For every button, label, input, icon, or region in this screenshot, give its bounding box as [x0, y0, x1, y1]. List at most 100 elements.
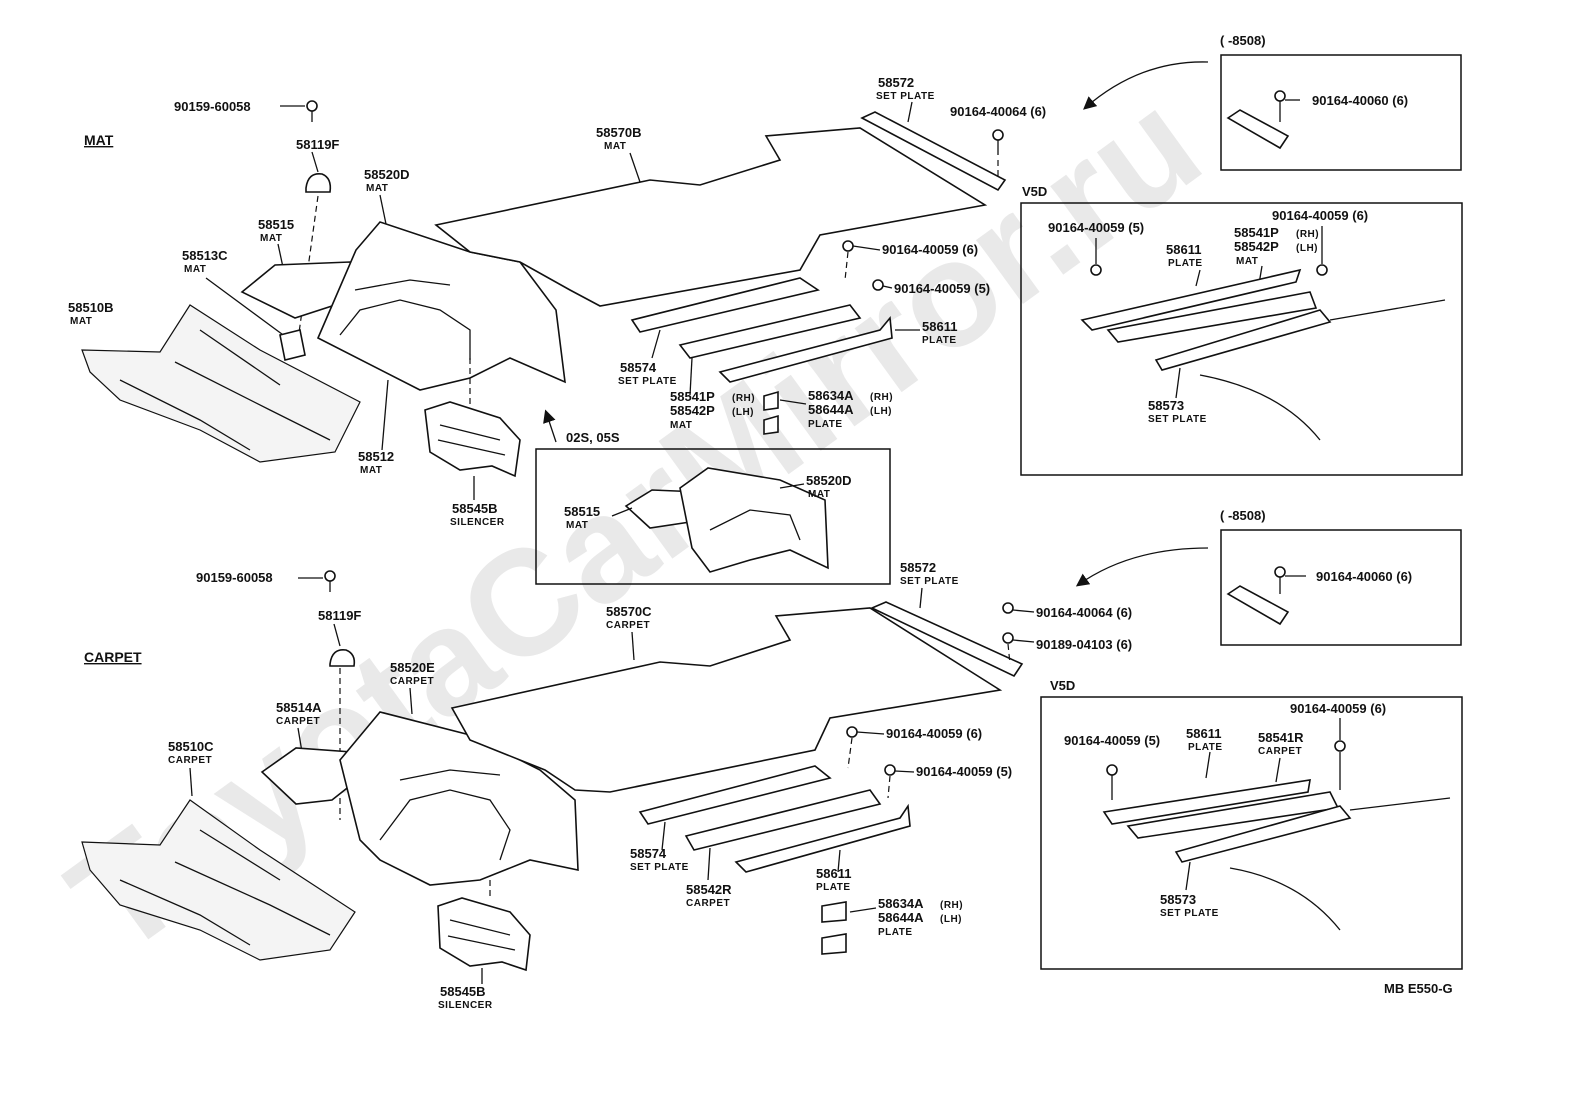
label-58515: 58515 — [258, 217, 294, 232]
label-v5d-top-58542p-suffix: (LH) — [1296, 243, 1318, 254]
label-90164-40064-mat: 90164-40064 (6) — [950, 104, 1046, 119]
label-v5d-top-58542p: 58542P — [1234, 239, 1279, 254]
label-58634a-mat-suffix: (RH) — [870, 392, 893, 403]
label-v5d-bottom-58573-name: SET PLATE — [1160, 908, 1219, 919]
part-58545b-mat — [424, 401, 521, 478]
part-58570c — [450, 607, 1003, 793]
label-58611-carpet: 58611 — [816, 866, 851, 881]
part-58644a-carpet — [821, 933, 847, 955]
diagram-code: MB E550-G — [1384, 981, 1453, 996]
label-v5d-top-58573: 58573 — [1148, 398, 1184, 413]
label-58545b-carpet-name: SILENCER — [438, 1000, 493, 1011]
label-58545b-mat: 58545B — [452, 501, 498, 516]
label-58572-carpet: 58572 — [900, 560, 936, 575]
label-58542p-mat-suffix: (LH) — [732, 407, 754, 418]
part-v5d-top-58541p — [1106, 291, 1318, 343]
part-58611-mat — [718, 316, 893, 383]
label-58119f-carpet: 58119F — [318, 608, 361, 623]
label-58513c-name: MAT — [184, 264, 206, 275]
arrow-range-bottom — [1075, 547, 1209, 587]
part-v5d-bottom-58573 — [1174, 805, 1352, 863]
label-range-top: ( -8508) — [1220, 33, 1266, 48]
label-v5d-top-40059-5: 90164-40059 (5) — [1048, 220, 1144, 235]
section-title-carpet: CARPET — [84, 649, 142, 665]
part-range-top-plate — [1226, 109, 1290, 150]
part-58513c — [279, 329, 306, 361]
part-v5d-top-58611 — [1080, 268, 1302, 331]
label-v5d-top-40059-6: 90164-40059 (6) — [1272, 208, 1368, 223]
part-58510b — [81, 304, 361, 463]
bolt-90159-60058-mat — [280, 100, 318, 122]
label-v5d-bottom-40059-5: 90164-40059 (5) — [1064, 733, 1160, 748]
part-58574-carpet — [638, 765, 832, 825]
part-v5d-top-58573 — [1154, 309, 1332, 371]
label-58510c-name: CARPET — [168, 755, 212, 766]
label-58510b: 58510B — [68, 300, 114, 315]
label-58572-mat: 58572 — [878, 75, 914, 90]
part-58611-carpet — [734, 803, 911, 873]
label-58515-variant: 58515 — [564, 504, 600, 519]
label-58512-name: MAT — [360, 465, 382, 476]
label-58514a: 58514A — [276, 700, 322, 715]
label-90164-40059-6-mat: 90164-40059 (6) — [882, 242, 978, 257]
floor-outline-v5d-top — [1199, 299, 1446, 441]
label-58515-variant-name: MAT — [566, 520, 588, 531]
label-58542r-carpet: 58542R — [686, 882, 732, 897]
arrow-range-top — [1083, 61, 1209, 110]
label-58634a-carpet: 58634A — [878, 896, 924, 911]
inset-range-bottom-box — [1220, 529, 1462, 646]
label-90189-04103-carpet: 90189-04103 (6) — [1036, 637, 1132, 652]
label-58520d-variant: 58520D — [806, 473, 852, 488]
inset-v5d-top-box — [1020, 202, 1463, 476]
clip-58119f-mat — [305, 172, 332, 193]
label-90164-40060-top: 90164-40060 (6) — [1312, 93, 1408, 108]
label-90159-60058-carpet: 90159-60058 — [196, 570, 273, 585]
bolt-90159-60058-carpet — [298, 570, 336, 592]
label-58119f-mat: 58119F — [296, 137, 339, 152]
part-58541p-mat — [678, 304, 862, 359]
part-58520d-variant — [679, 467, 829, 573]
label-v5d-bottom-58541r-name: CARPET — [1258, 746, 1302, 757]
part-58542r-carpet — [684, 789, 882, 851]
label-5854x-mat-name: MAT — [670, 420, 692, 431]
label-90164-40064-carpet: 90164-40064 (6) — [1036, 605, 1132, 620]
inset-variant-box — [535, 448, 891, 585]
label-58644a-mat-suffix: (LH) — [870, 406, 892, 417]
label-58574-carpet: 58574 — [630, 846, 667, 861]
label-58520e: 58520E — [390, 660, 435, 675]
label-v5d-bottom: V5D — [1050, 678, 1075, 693]
part-58545b-carpet — [437, 897, 531, 972]
label-90159-60058-mat: 90159-60058 — [174, 99, 251, 114]
floor-outline-v5d-bottom — [1229, 797, 1451, 931]
label-variant: 02S, 05S — [566, 430, 620, 445]
part-58570b — [434, 127, 988, 307]
label-58545b-mat-name: SILENCER — [450, 517, 505, 528]
label-v5d-bottom-58541r: 58541R — [1258, 730, 1304, 745]
part-58574-mat — [630, 277, 820, 333]
inset-v5d-bottom-box — [1040, 696, 1463, 970]
label-586x4-mat-name: PLATE — [808, 419, 843, 430]
part-58572-carpet — [870, 601, 1024, 678]
label-58541p-mat: 58541P — [670, 389, 715, 404]
label-v5d-top-58611-name: PLATE — [1168, 258, 1203, 269]
label-90164-40059-5-carpet: 90164-40059 (5) — [916, 764, 1012, 779]
clip-58119f-carpet — [329, 648, 356, 667]
label-58541p-mat-suffix: (RH) — [732, 393, 755, 404]
part-range-bottom-plate — [1226, 585, 1290, 626]
label-58572-mat-name: SET PLATE — [876, 91, 935, 102]
label-58611-mat-name: PLATE — [922, 335, 957, 346]
label-58574-mat-name: SET PLATE — [618, 376, 677, 387]
part-58520d — [316, 221, 566, 391]
label-58570c-name: CARPET — [606, 620, 650, 631]
label-range-bottom: ( -8508) — [1220, 508, 1266, 523]
label-58512: 58512 — [358, 449, 394, 464]
label-v5d-bottom-58611-name: PLATE — [1188, 742, 1223, 753]
label-v5d-top-58573-name: SET PLATE — [1148, 414, 1207, 425]
label-58520d-variant-name: MAT — [808, 489, 830, 500]
label-v5d-top-58541p: 58541P — [1234, 225, 1279, 240]
label-58520d: 58520D — [364, 167, 410, 182]
label-58634a-carpet-suffix: (RH) — [940, 900, 963, 911]
label-58572-carpet-name: SET PLATE — [900, 576, 959, 587]
label-58644a-carpet: 58644A — [878, 910, 924, 925]
